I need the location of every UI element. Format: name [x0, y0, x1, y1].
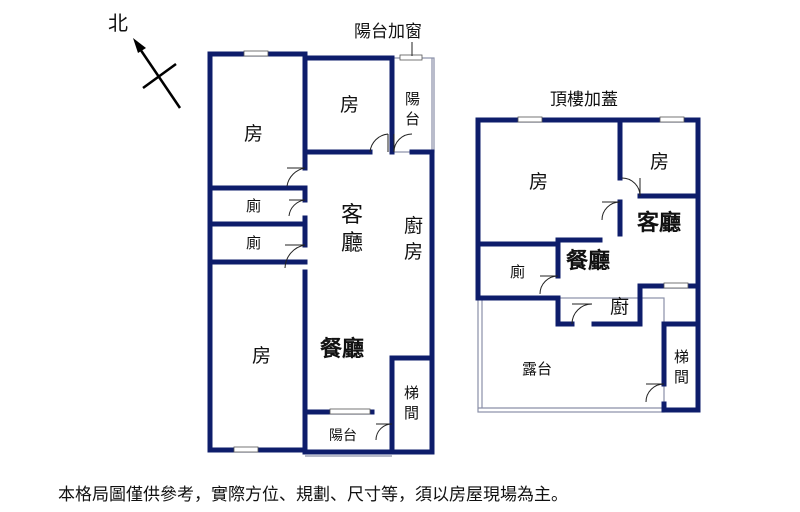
label-room-bottom-left: 房: [252, 345, 271, 367]
label-toilet-2: 廁: [246, 234, 261, 252]
main-floor-plan: 房 房 陽 台 廁 廁 客 廳 廚 房 房 餐廳 梯 間 陽台 陽台加窗: [207, 22, 435, 457]
label-balcony-top-b: 台: [405, 110, 420, 128]
label-balcony-top: 陽 台: [405, 90, 425, 128]
roof-plan-title: 頂樓加蓋: [550, 90, 618, 110]
label-balcony-window-note: 陽台加窗: [354, 22, 422, 42]
roof-label-living: 客廳: [637, 210, 681, 236]
roof-door-kitchen: [571, 303, 593, 325]
roof-door-room-right: [621, 177, 641, 197]
north-label: 北: [108, 11, 128, 35]
roof-label-stairs: 梯 間: [674, 348, 694, 386]
label-balcony-top-a: 陽: [405, 90, 420, 108]
label-living: 客 廳: [341, 203, 370, 256]
label-room-top-mid: 房: [340, 94, 359, 116]
label-living-b: 廳: [341, 231, 363, 256]
window-room3: [233, 446, 259, 453]
north-compass: 北: [108, 11, 182, 109]
label-dining: 餐廳: [320, 336, 364, 362]
roof-label-stairs-a: 梯: [674, 348, 689, 366]
door-balcony: [393, 133, 413, 153]
roof-label-room-right: 房: [650, 151, 669, 173]
label-living-a: 客: [341, 203, 363, 228]
door-room2: [369, 133, 389, 153]
roof-door-stairs: [645, 383, 665, 403]
roof-label-kitchen: 廚: [610, 295, 629, 318]
door-stairs: [375, 423, 393, 441]
roof-label-toilet: 廁: [510, 263, 525, 281]
window-room1: [243, 50, 269, 57]
window-balcony: [399, 54, 423, 61]
roof-door-room-left: [601, 201, 621, 221]
label-toilet-1: 廁: [246, 197, 261, 215]
disclaimer-text: 本格局圖僅供參考，實際方位、規劃、尺寸等，須以房屋現場為主。: [58, 485, 568, 505]
roof-window-kitchen: [663, 282, 689, 289]
compass-cross: [142, 62, 177, 90]
label-kitchen-a: 廚: [404, 214, 423, 237]
roof-label-stairs-b: 間: [674, 368, 689, 386]
label-kitchen: 廚 房: [404, 214, 429, 263]
terrace-outline: [477, 297, 665, 413]
label-stairs-b: 間: [404, 404, 419, 422]
door-room1: [286, 167, 306, 187]
roof-label-terrace: 露台: [522, 360, 552, 378]
roof-door-toilet: [539, 275, 559, 295]
roof-label-room-left: 房: [529, 171, 548, 193]
roof-window-room-left: [517, 116, 543, 123]
door-toilet1: [288, 199, 306, 217]
roof-window-room-right: [659, 116, 685, 123]
roof-label-dining: 餐廳: [566, 248, 610, 274]
roof-floor-plan: 頂樓加蓋 房: [475, 90, 701, 413]
label-kitchen-b: 房: [404, 241, 423, 263]
door-toilet2: [284, 244, 306, 269]
label-room-top-left: 房: [244, 123, 263, 145]
compass-arrow-head: [133, 38, 146, 53]
window-bottom-balcony: [329, 408, 371, 415]
label-balcony-bottom: 陽台: [329, 428, 357, 444]
main-outer-wall: [207, 51, 435, 455]
label-stairs: 梯 間: [404, 384, 424, 422]
label-stairs-a: 梯: [404, 384, 419, 402]
